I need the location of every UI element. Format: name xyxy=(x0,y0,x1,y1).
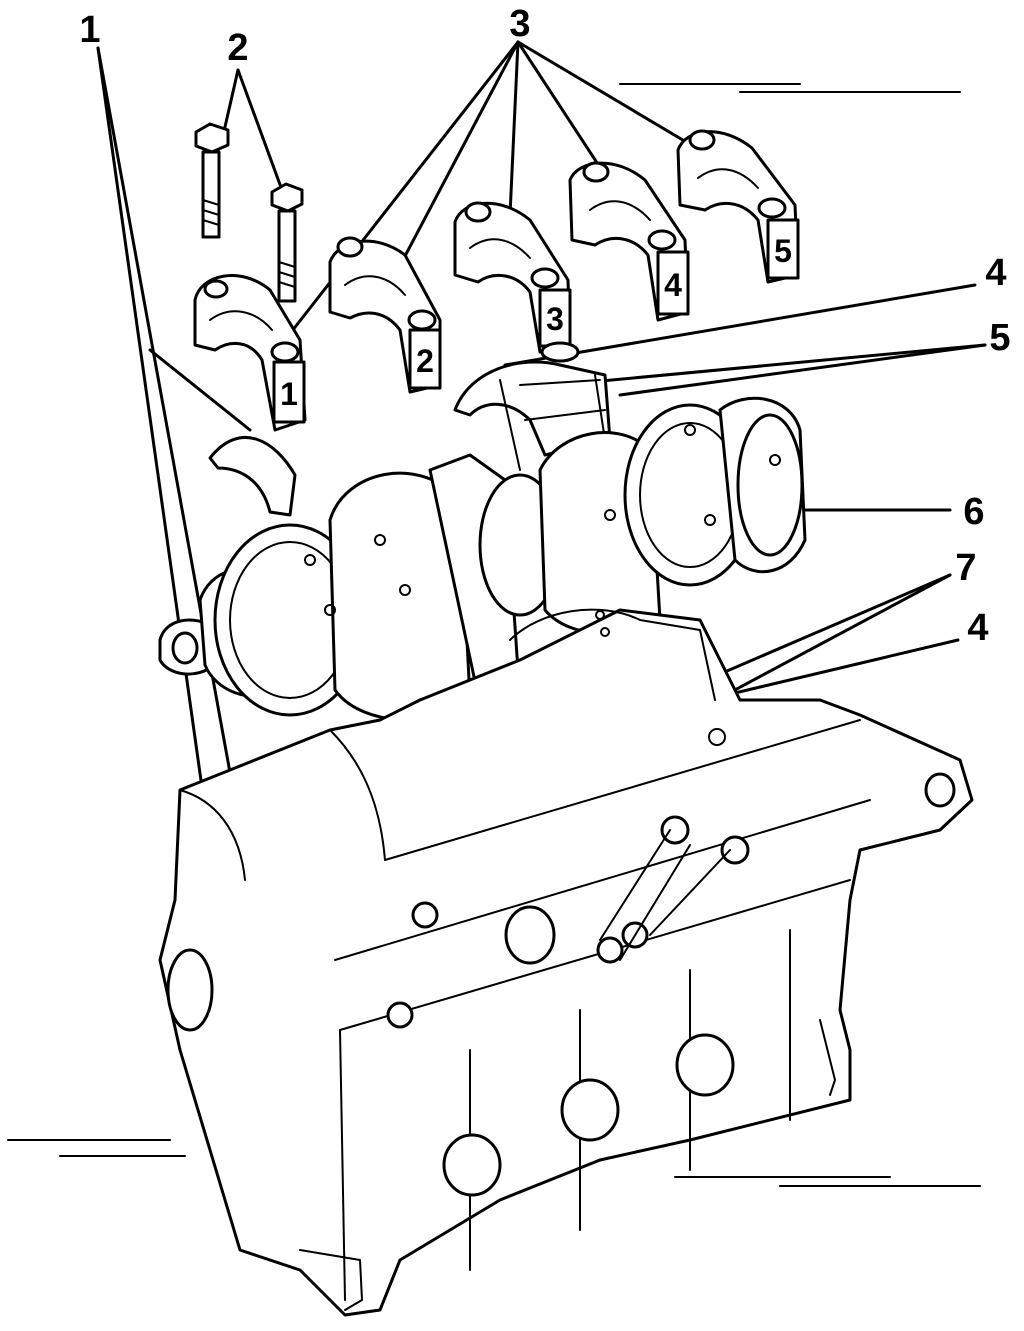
cap-number-2: 2 xyxy=(416,343,434,379)
bearing-shell-upper-left xyxy=(208,436,297,517)
bearing-cap-5 xyxy=(676,129,800,284)
bearing-cap-2 xyxy=(328,236,442,394)
engine-block xyxy=(158,608,974,1317)
callout-4-upper: 4 xyxy=(985,252,1006,294)
callout-1: 1 xyxy=(79,9,100,51)
callout-6: 6 xyxy=(963,491,984,533)
cap-number-3: 3 xyxy=(546,301,564,337)
bearing-cap-3 xyxy=(453,201,572,354)
bolt-left xyxy=(194,122,230,239)
callout-2: 2 xyxy=(227,27,248,69)
callouts: 1 2 3 4 5 6 7 4 xyxy=(79,3,1010,649)
bearing-cap-4 xyxy=(568,161,690,322)
callout-7: 7 xyxy=(955,547,976,589)
cap-number-5: 5 xyxy=(774,233,792,269)
decorative-lines xyxy=(7,83,981,1187)
callout-4-lower: 4 xyxy=(967,607,988,649)
bolt-right xyxy=(270,182,304,303)
callout-3: 3 xyxy=(509,3,530,45)
cap-number-4: 4 xyxy=(664,267,682,303)
callout-5: 5 xyxy=(989,317,1010,359)
thrust-bearing-shells xyxy=(453,341,612,471)
crankshaft xyxy=(158,396,807,722)
bearing-cap-1 xyxy=(193,274,307,432)
cap-number-1: 1 xyxy=(280,376,298,412)
